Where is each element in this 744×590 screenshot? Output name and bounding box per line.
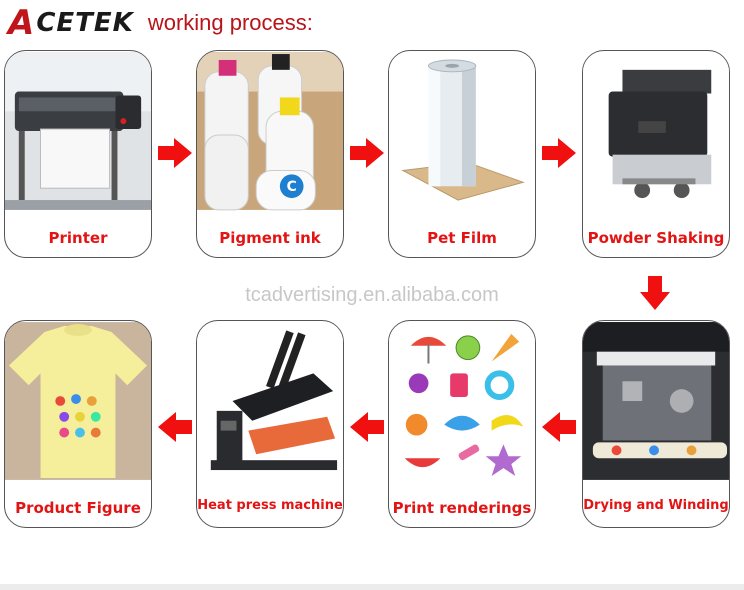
step-pet-film-card: Pet Film [388,50,536,258]
logo-text: CETEK [36,8,134,38]
drying-machine-image [583,322,729,480]
step-label: Product Figure [15,499,141,517]
step-powder-shaking-card: Powder Shaking [582,50,730,258]
footer-divider [0,584,744,590]
step-label: Print renderings [392,499,532,517]
arrow-left-icon [350,412,384,442]
pet-film-image [389,52,535,210]
page-title: working process: [147,10,313,35]
step-printer-card: Printer [4,50,152,258]
printer-image [5,52,151,210]
arrow-left-icon [158,412,192,442]
step-label: Printer [48,229,108,247]
ink-bottles-image: C [197,52,343,211]
sticker-sheet-image [389,322,535,480]
step-drying-winding-card: Drying and Winding [582,320,730,528]
step-label: Pet Film [427,229,497,247]
step-print-renderings-card: Print renderings [388,320,536,528]
arrow-down-icon [640,276,670,310]
step-product-figure-card: Product Figure [4,320,152,528]
step-heat-press-card: Heat press machine [196,320,344,528]
cyan-bottle-mark: C [287,179,297,195]
step-label: Pigment ink [219,229,321,247]
step-label: Heat press machine [197,498,343,513]
step-pigment-ink-card: C Pigment ink [196,50,344,258]
tshirt-image [5,322,151,480]
step-label: Drying and Winding [583,498,729,513]
powder-shaker-image [583,52,729,210]
watermark: tcadvertising.en.alibaba.com [245,284,499,306]
logo-letter: A [8,3,36,43]
arrow-left-icon [542,412,576,442]
arrow-right-icon [542,138,576,168]
header: A CETEK working process: [8,3,313,43]
arrow-right-icon [350,138,384,168]
step-label: Powder Shaking [587,229,725,247]
arrow-right-icon [158,138,192,168]
heat-press-image [197,322,343,480]
brand-logo: A CETEK [8,3,134,43]
